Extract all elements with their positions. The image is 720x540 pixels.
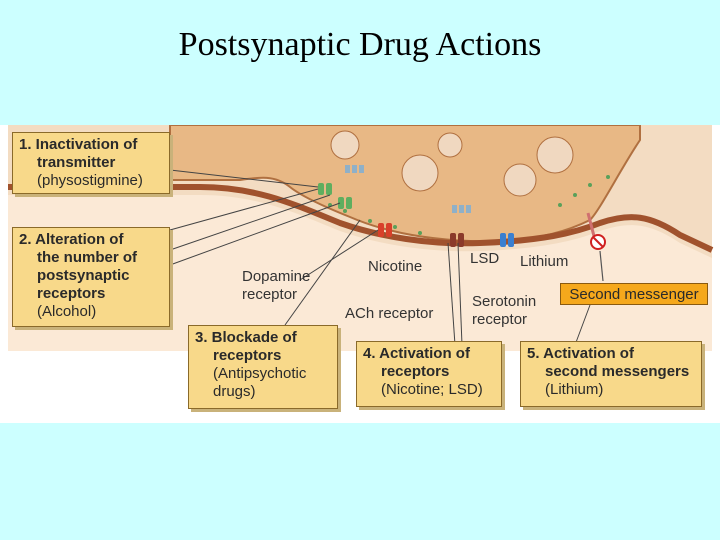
- callout-heading: the number of: [37, 249, 137, 266]
- label-dopamine: Dopamine: [242, 268, 311, 285]
- callout-heading: second messengers: [545, 363, 690, 380]
- callout-heading: transmitter: [37, 154, 116, 171]
- lsd-receptor: [450, 233, 464, 247]
- callout-activation-receptors: 4. Activation of receptors (Nicotine; LS…: [356, 341, 502, 407]
- callout-drug: (Lithium): [545, 381, 604, 398]
- callout-heading: receptors: [37, 285, 106, 302]
- label-lithium: Lithium: [520, 253, 569, 270]
- synaptic-vesicles: [330, 130, 574, 197]
- callout-drug: (physostigmine): [37, 172, 143, 189]
- label-serotonin: Serotonin: [472, 293, 537, 310]
- label-serotonin-receptor: receptor: [472, 311, 528, 328]
- synapse-illustration: [8, 125, 714, 351]
- callout-blockade: 3. Blockade of receptors (Antipsychotic …: [188, 325, 338, 409]
- callout-heading: 1. Inactivation of: [19, 136, 138, 153]
- serotonin-receptor: [500, 233, 514, 247]
- callout-heading: receptors: [381, 363, 450, 380]
- label-dopamine-receptor: receptor: [242, 286, 298, 303]
- callout-heading: 2. Alteration of: [19, 231, 124, 248]
- dopamine-receptor: [378, 223, 392, 237]
- lithium-arrow: [599, 250, 604, 282]
- transporter-sites: [345, 165, 471, 213]
- leader-lines: [169, 169, 591, 346]
- synapse-figure: 1. Inactivation of transmitter (physosti…: [0, 125, 720, 423]
- callout-heading: 4. Activation of: [363, 345, 470, 362]
- callout-drug: drugs): [213, 383, 256, 400]
- callout-heading: 3. Blockade of: [195, 329, 297, 346]
- label-ach-receptor: ACh receptor: [345, 305, 434, 322]
- label-nicotine: Nicotine: [368, 258, 423, 275]
- postsynaptic-membrane: [8, 184, 714, 253]
- callout-drug: (Alcohol): [37, 303, 97, 320]
- callout-inactivation: 1. Inactivation of transmitter (physosti…: [12, 132, 170, 194]
- postsynaptic-cell: [8, 195, 712, 351]
- ach-receptors: [318, 183, 352, 209]
- label-lsd: LSD: [470, 250, 500, 267]
- callout-heading: postsynaptic: [37, 267, 130, 284]
- callout-heading: 5. Activation of: [527, 345, 634, 362]
- callout-heading: receptors: [213, 347, 282, 364]
- label-second-messenger: Second messenger: [560, 283, 708, 305]
- callout-drug: (Nicotine; LSD): [381, 381, 483, 398]
- slide-title: Postsynaptic Drug Actions: [178, 26, 542, 63]
- callout-alteration: 2. Alteration of the number of postsynap…: [12, 227, 170, 327]
- callout-drug: (Antipsychotic: [213, 365, 307, 382]
- callout-activation-messengers: 5. Activation of second messengers (Lith…: [520, 341, 702, 407]
